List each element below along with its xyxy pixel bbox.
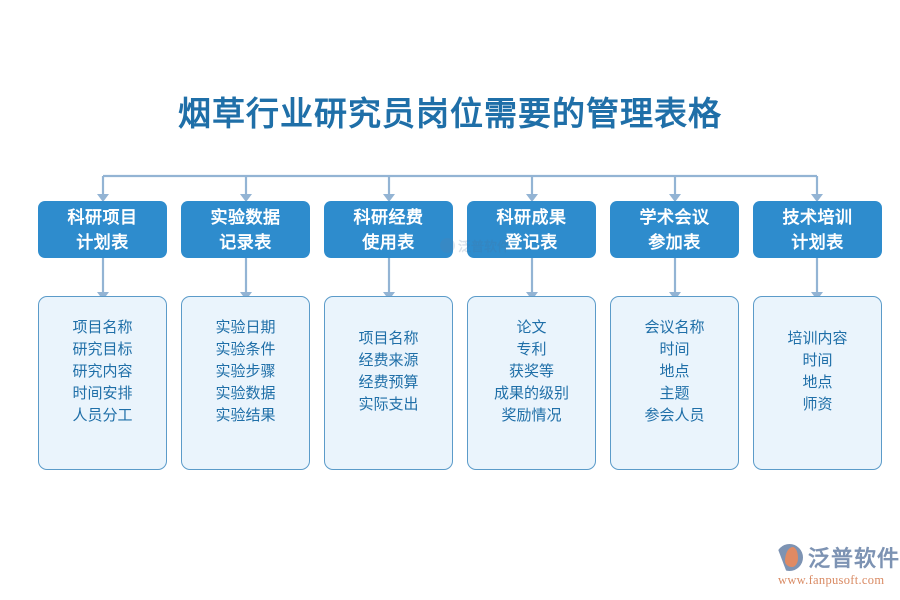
- field-item: 经费来源: [358, 352, 419, 369]
- brand-logo: 泛普软件 www.fanpusoft.com: [776, 540, 899, 592]
- brand-url: www.fanpusoft.com: [778, 573, 885, 587]
- field-item: 奖励情况: [501, 407, 562, 424]
- field-item: 项目名称: [72, 319, 133, 336]
- card-header-4[interactable]: 科研成果 登记表: [467, 201, 596, 258]
- field-item: 实验日期: [215, 319, 276, 336]
- field-item: 获奖等: [508, 363, 554, 380]
- card-body-2: 实验日期 实验条件 实验步骤 实验数据 实验结果: [181, 296, 310, 470]
- field-item: 实验结果: [215, 407, 276, 424]
- field-item: 时间安排: [72, 385, 133, 402]
- card-header-line1: 技术培训: [782, 207, 853, 227]
- field-item: 项目名称: [358, 330, 419, 347]
- card-header-3[interactable]: 科研经费 使用表: [324, 201, 453, 258]
- field-item: 培训内容: [787, 330, 848, 347]
- field-item: 地点: [659, 363, 690, 380]
- card-body-1: 项目名称 研究目标 研究内容 时间安排 人员分工: [38, 296, 167, 470]
- card-header-line2: 计划表: [76, 232, 129, 252]
- card-body-3: 项目名称 经费来源 经费预算 实际支出: [324, 296, 453, 470]
- field-item: 实验步骤: [215, 363, 276, 380]
- card-body-5: 会议名称 时间 地点 主题 参会人员: [610, 296, 739, 470]
- card-header-5[interactable]: 学术会议 参加表: [610, 201, 739, 258]
- field-item: 成果的级别: [493, 385, 569, 402]
- card-header-line1: 科研成果: [496, 207, 567, 227]
- card-header-line1: 科研项目: [67, 207, 138, 227]
- field-item: 会议名称: [644, 319, 705, 336]
- field-item: 研究目标: [72, 341, 133, 358]
- card-header-1[interactable]: 科研项目 计划表: [38, 201, 167, 258]
- card-header-line1: 学术会议: [639, 207, 710, 227]
- field-item: 主题: [659, 385, 690, 402]
- field-item: 实验条件: [215, 341, 276, 358]
- card-header-2[interactable]: 实验数据 记录表: [181, 201, 310, 258]
- column-group: 科研项目 计划表 项目名称 研究目标 研究内容 时间安排 人员分工 实验数据 记…: [38, 201, 882, 471]
- page-title: 烟草行业研究员岗位需要的管理表格: [178, 95, 722, 132]
- card-body-6: 培训内容 时间 地点 师资: [753, 296, 882, 470]
- column-3: 科研经费 使用表 项目名称 经费来源 经费预算 实际支出: [324, 201, 453, 470]
- card-header-line2: 参加表: [648, 232, 701, 252]
- card-header-line2: 计划表: [791, 232, 844, 252]
- fanpu-logo-icon: [776, 542, 806, 572]
- card-header-line1: 科研经费: [353, 207, 424, 227]
- card-header-line2: 登记表: [505, 232, 558, 252]
- card-header-line2: 使用表: [362, 232, 415, 252]
- field-item: 经费预算: [358, 374, 419, 391]
- field-item: 师资: [802, 396, 833, 413]
- field-item: 时间: [659, 341, 690, 358]
- field-item: 专利: [516, 341, 547, 358]
- field-item: 参会人员: [644, 407, 705, 424]
- field-item: 实验数据: [215, 385, 276, 402]
- column-6: 技术培训 计划表 培训内容 时间 地点 师资: [753, 201, 882, 470]
- field-item: 时间: [802, 352, 833, 369]
- card-header-6[interactable]: 技术培训 计划表: [753, 201, 882, 258]
- brand-name: 泛普软件: [808, 546, 900, 571]
- column-4: 科研成果 登记表 论文 专利 获奖等 成果的级别 奖励情况: [467, 201, 596, 470]
- field-item: 论文: [516, 319, 547, 336]
- column-5: 学术会议 参加表 会议名称 时间 地点 主题 参会人员: [610, 201, 739, 470]
- field-item: 地点: [802, 374, 833, 391]
- column-1: 科研项目 计划表 项目名称 研究目标 研究内容 时间安排 人员分工: [38, 201, 167, 470]
- field-item: 实际支出: [358, 396, 419, 413]
- card-header-line1: 实验数据: [210, 207, 281, 227]
- card-body-4: 论文 专利 获奖等 成果的级别 奖励情况: [467, 296, 596, 470]
- column-2: 实验数据 记录表 实验日期 实验条件 实验步骤 实验数据 实验结果: [181, 201, 310, 470]
- field-item: 研究内容: [72, 363, 133, 380]
- field-item: 人员分工: [72, 407, 133, 424]
- card-header-line2: 记录表: [219, 232, 272, 252]
- brand-logo-row: 泛普软件: [776, 540, 899, 574]
